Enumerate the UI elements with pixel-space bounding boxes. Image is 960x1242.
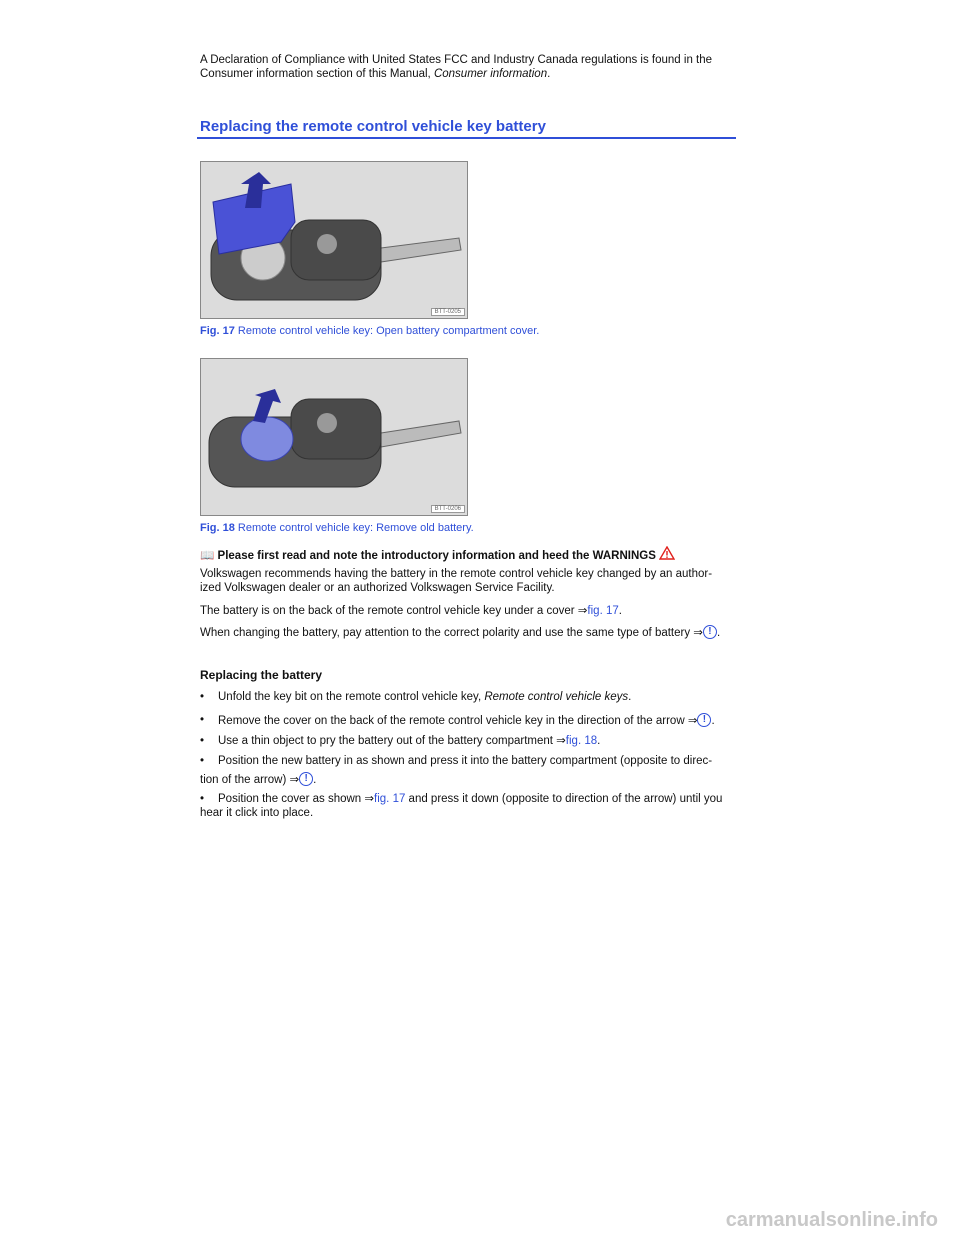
figure-code: BTT-0205 (430, 308, 465, 316)
notice-icon[interactable]: ! (299, 772, 314, 786)
bullet: • (200, 691, 205, 703)
bullet: • (200, 735, 205, 747)
step-text: Position the new battery in as shown and… (200, 755, 713, 786)
step-text: Position the cover as shown ⇒ (218, 793, 375, 805)
figure-label: Fig. 17 (200, 325, 235, 337)
step-end: . (628, 691, 632, 703)
step-end: and press it down (opposite to direction… (200, 793, 723, 819)
step-item: • Use a thin object to pry the battery ou… (200, 734, 730, 748)
figure-code: BTT-0206 (430, 505, 465, 513)
polarity-paragraph: When changing the battery, pay attention… (200, 625, 730, 641)
step-end: . (597, 735, 601, 747)
figure-label: Fig. 18 (200, 522, 235, 534)
book-icon: 📖 (200, 550, 215, 562)
caption-text: Remote control vehicle key: Open battery… (237, 325, 540, 337)
key-remove-battery-illustration (208, 389, 462, 488)
step-item: •Position the new battery in as shown an… (200, 752, 730, 790)
battery-location-paragraph: The battery is on the back of the remote… (200, 605, 730, 619)
step-text: Use a thin object to pry the battery out… (218, 735, 566, 747)
fig18-link[interactable]: fig. 18 (565, 735, 598, 747)
read-first-text: Please first read and note the introduct… (217, 550, 656, 562)
para-end: . (716, 627, 721, 639)
intro-text: A Declaration of Compliance with United … (200, 54, 713, 80)
consumer-info-ref: Consumer information (433, 67, 548, 80)
caption-text: Remote control vehicle key: Remove old b… (237, 522, 474, 534)
para-text: When changing the battery, pay attention… (200, 627, 703, 639)
step-item: • Position the cover as shown ⇒fig. 17 an… (200, 792, 730, 820)
subheading: Replacing the battery (200, 668, 323, 682)
para-end: . (618, 605, 622, 617)
fig17-link[interactable]: fig. 17 (587, 605, 619, 617)
step-item: • Remove the cover on the back of the rem… (200, 713, 730, 728)
step-item: • Unfold the key bit on the remote contro… (200, 690, 730, 704)
intro-paragraph: A Declaration of Compliance with United … (200, 54, 730, 81)
figure-17-caption: Fig. 17 Remote control vehicle key: Open… (200, 325, 539, 337)
para-text: The battery is on the back of the remote… (200, 605, 588, 617)
fig17-link[interactable]: fig. 17 (374, 793, 406, 805)
warning-triangle-icon[interactable] (658, 545, 676, 560)
step-text: Unfold the key bit on the remote control… (218, 691, 485, 703)
section-title: Replacing the remote control vehicle key… (200, 118, 546, 135)
read-first-note: 📖 Please first read and note the introdu… (200, 545, 730, 564)
bullet: • (200, 755, 205, 767)
figure-18-caption: Fig. 18 Remote control vehicle key: Remo… (200, 522, 474, 534)
intro-end: . (547, 67, 551, 80)
title-rule (197, 137, 736, 139)
recommendation-paragraph: Volkswagen recommends having the battery… (200, 568, 713, 594)
step-text: Remove the cover on the back of the remo… (218, 715, 698, 727)
bullet: • (200, 793, 205, 805)
step-end: . (711, 715, 715, 727)
keys-ref: Remote control vehicle keys (484, 691, 629, 703)
notice-icon[interactable]: ! (697, 713, 712, 727)
bullet: • (200, 714, 205, 726)
figure-18-image: BTT-0206 (200, 358, 468, 516)
watermark: carmanualsonline.info (725, 1209, 938, 1231)
figure-17-image: BTT-0205 (200, 161, 468, 319)
step-end: . (313, 774, 317, 786)
key-open-cover-illustration (210, 172, 462, 301)
notice-icon[interactable]: ! (702, 625, 717, 639)
